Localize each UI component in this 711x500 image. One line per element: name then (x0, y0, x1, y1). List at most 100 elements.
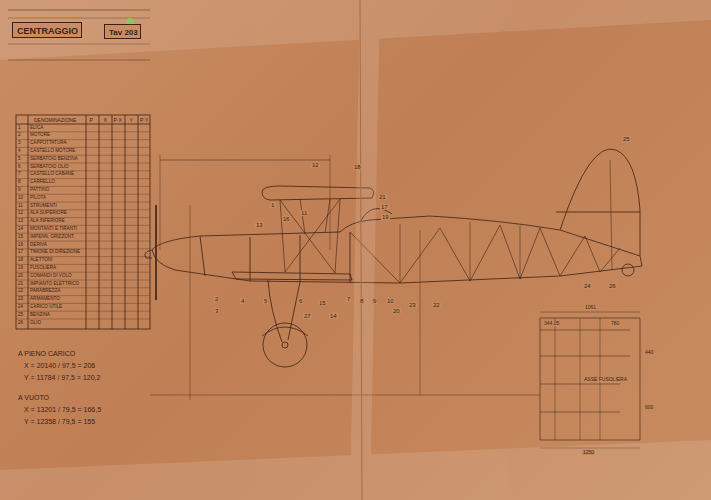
table-cell: 3 (18, 141, 21, 146)
table-cell: IMPENN. ORIZZONT. (30, 235, 75, 240)
callout-number: 10 (386, 298, 395, 304)
table-cell: 21 (18, 282, 23, 287)
table-cell: 22 (18, 289, 23, 294)
table-cell: CARRELLO (30, 180, 55, 185)
callout-number: 9 (372, 298, 377, 304)
callout-number: 11 (300, 210, 308, 216)
table-cell: 19 (18, 266, 23, 271)
table-header: P·X (114, 118, 122, 123)
table-cell: CASTELLO CABANE (30, 172, 74, 177)
table-header: X (104, 118, 107, 123)
table-cell: 23 (18, 297, 23, 302)
dimension: 1061 (584, 305, 597, 310)
callout-number: 23 (408, 302, 417, 308)
title-text: CENTRAGGIO (17, 26, 77, 36)
note: A PIENO CARICO (18, 350, 75, 357)
callout-number: 8 (359, 298, 364, 304)
table-cell: 4 (18, 149, 21, 154)
sheet-number-box: Tav 203 (104, 24, 141, 39)
callout-number: 25 (622, 136, 631, 142)
callout-number: 27 (303, 313, 312, 319)
callout-number: 5 (263, 298, 268, 304)
dimension: 344,05 (543, 321, 560, 326)
callout-number: 2 (214, 296, 219, 302)
dimension: 780 (610, 321, 620, 326)
table-cell: PATTINO (30, 188, 49, 193)
table-cell: 26 (18, 321, 23, 326)
table-cell: 24 (18, 305, 23, 310)
callout-number: 18 (353, 164, 362, 170)
table-cell: ELICA (30, 126, 43, 131)
table-cell: 10 (18, 196, 23, 201)
callout-number: 16 (282, 216, 291, 222)
callout-number: 13 (255, 222, 264, 228)
formula: Y = 11784 / 97,5 = 120,2 (24, 374, 100, 381)
table-cell: 6 (18, 165, 21, 170)
table-cell: SERBATOIO OLIO (30, 165, 69, 170)
callout-number: 14 (329, 313, 338, 319)
table-cell: CAPPOTTATURA (30, 141, 67, 146)
table-cell: ARMAMENTO (30, 297, 60, 302)
table-cell: 20 (18, 274, 23, 279)
callout-number: 6 (298, 298, 303, 304)
table-cell: PILOTA (30, 196, 46, 201)
formula: X = 13201 / 79,5 = 166,5 (24, 406, 101, 413)
table-header: DENOMINAZIONE (34, 118, 76, 123)
callout-number: 15 (318, 300, 327, 306)
table-cell: BENZINA (30, 313, 50, 318)
callout-number: 1 (270, 202, 275, 208)
note: A VUOTO (18, 394, 49, 401)
callout-number: 4 (240, 298, 245, 304)
formula: Y = 12358 / 79,5 = 155 (24, 418, 95, 425)
callout-number: 20 (392, 308, 401, 314)
table-header: P (90, 118, 93, 123)
table-cell: 12 (18, 211, 23, 216)
table-cell: COMANDI DI VOLO (30, 274, 72, 279)
table-cell: MONTANTI E TIRANTI (30, 227, 77, 232)
axis-label: ASSE FUSOLIERA (583, 377, 628, 382)
callout-number: 7 (346, 296, 351, 302)
dimension: 600 (644, 405, 654, 410)
table-cell: STRUMENTI (30, 204, 57, 209)
table-cell: 1 (18, 126, 21, 131)
table-cell: 9 (18, 188, 21, 193)
callout-number: 22 (432, 302, 441, 308)
table-cell: DERIVA (30, 243, 47, 248)
callout-number: 24 (583, 283, 592, 289)
table-cell: 25 (18, 313, 23, 318)
title-text: Tav 203 (109, 28, 136, 37)
table-cell: 7 (18, 172, 21, 177)
callout-number: 3 (214, 308, 219, 314)
table-cell: 18 (18, 258, 23, 263)
table-cell: TIMONE DI DIREZIONE (30, 250, 80, 255)
table-cell: 5 (18, 157, 21, 162)
table-cell: PARABREZZA (30, 289, 60, 294)
table-cell: 8 (18, 180, 21, 185)
callout-number: 17 (380, 204, 389, 210)
table-cell: ALETTONI (30, 258, 52, 263)
callout-number: 12 (311, 162, 320, 168)
table-cell: SERBATOIO BENZINA (30, 157, 78, 162)
callout-number: 19 (381, 214, 390, 220)
formula: X = 20140 / 97,5 = 206 (24, 362, 95, 369)
callout-number: 21 (378, 194, 387, 200)
table-header: Y (130, 118, 133, 123)
table-cell: MOTORE (30, 133, 50, 138)
dimension: 1250 (582, 450, 595, 455)
table-cell: 17 (18, 250, 23, 255)
callout-number: 26 (608, 283, 617, 289)
table-cell: ALA SUPERIORE (30, 211, 67, 216)
table-cell: FUSOLIERA (30, 266, 56, 271)
table-cell: ALA INFERIORE (30, 219, 65, 224)
table-cell: 16 (18, 243, 23, 248)
table-cell: 15 (18, 235, 23, 240)
table-cell: IMPIANTO ELETTRICO (30, 282, 79, 287)
table-cell: 11 (18, 204, 23, 209)
title-box: CENTRAGGIO (12, 22, 82, 38)
dimension: 440 (644, 350, 654, 355)
table-cell: CARICO UTILE (30, 305, 62, 310)
table-cell: 14 (18, 227, 23, 232)
table-cell: CASTELLO MOTORE (30, 149, 75, 154)
table-header: P·Y (140, 118, 148, 123)
